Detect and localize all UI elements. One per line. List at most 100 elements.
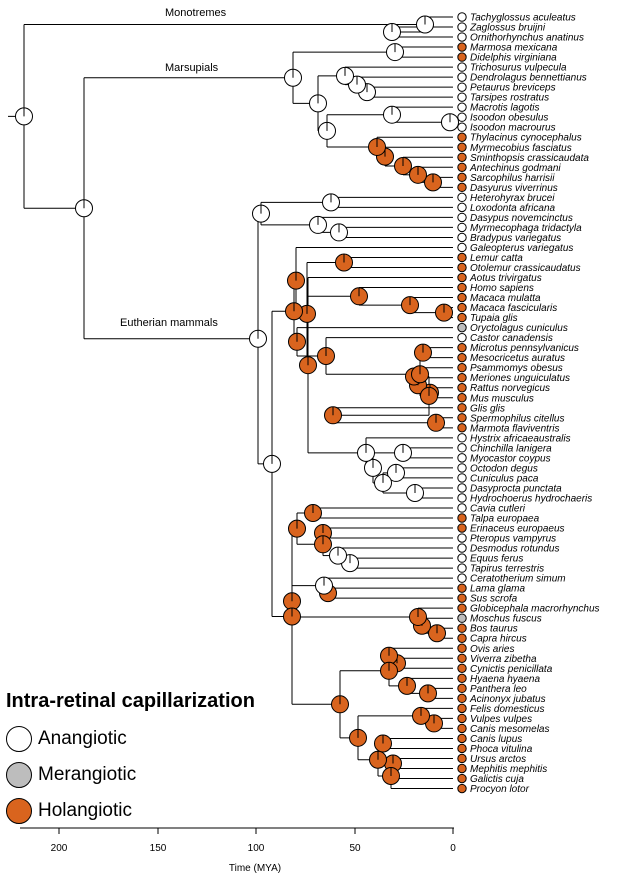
tip-label: Microtus pennsylvanicus (470, 343, 579, 354)
tip-state-marker (457, 152, 467, 162)
tip-label: Hydrochoerus hydrochaeris (470, 493, 592, 504)
tip-label: Cavia cutleri (470, 503, 526, 514)
axis-tick-label: 50 (349, 843, 361, 854)
tip-state-marker (457, 483, 467, 493)
tip-state-marker (457, 252, 467, 263)
tip-label: Aotus trivirgatus (469, 273, 542, 284)
tip-state-marker (457, 102, 467, 112)
tip-label: Psammomys obesus (470, 363, 563, 374)
tip-state-marker (457, 393, 467, 403)
tip-state-marker (457, 493, 467, 503)
tip-state-marker (457, 312, 467, 323)
tip-label: Ovis aries (470, 644, 514, 655)
legend-item-merangiotic: Merangiotic (6, 759, 296, 791)
tip-label: Thylacinus cynocephalus (470, 133, 582, 144)
legend-label: Holangiotic (38, 800, 132, 821)
tip-label: Mephitis mephitis (470, 764, 547, 775)
tip-state-marker (457, 643, 467, 653)
tip-state-marker (457, 342, 467, 353)
legend: Intra-retinal capillarization Anangiotic… (6, 690, 296, 831)
tip-state-marker (457, 743, 467, 754)
axis-tick-label: 200 (51, 843, 68, 854)
tip-state-marker (457, 363, 467, 373)
tip-state-marker (457, 413, 467, 423)
tip-state-marker (457, 753, 467, 764)
tip-state-marker (457, 733, 467, 744)
tip-state-marker (457, 773, 467, 784)
clade-label-monotremes: Monotremes (165, 7, 227, 19)
tip-state-marker (457, 232, 467, 243)
tip-state-marker (457, 473, 467, 483)
tip-label: Phoca vitulina (470, 744, 533, 755)
tip-label: Chinchilla lanigera (470, 443, 552, 454)
tip-label: Dasypus novemcinctus (470, 213, 573, 224)
tip-label: Canis lupus (470, 734, 522, 745)
tip-state-marker (457, 242, 467, 253)
tip-label: Hyaena hyaena (470, 674, 540, 685)
tip-state-marker (457, 12, 467, 22)
tip-state-marker (457, 272, 467, 283)
tip-label: Desmodus rotundus (470, 544, 560, 555)
tip-state-marker (457, 453, 467, 463)
tip-state-marker (457, 553, 467, 563)
tip-label: Panthera leo (470, 684, 527, 695)
tip-label: Zaglossus bruijni (469, 23, 546, 34)
tip-state-marker (457, 563, 467, 573)
tip-state-marker (457, 703, 467, 714)
tip-label: Bos taurus (470, 624, 518, 635)
tip-label: Procyon lotor (470, 784, 530, 795)
tip-label: Mesocricetus auratus (470, 353, 565, 364)
tip-label: Galeopterus variegatus (470, 243, 573, 254)
tip-state-marker (457, 433, 467, 443)
tip-state-marker (457, 613, 467, 623)
tip-state-marker (457, 533, 467, 543)
tip-state-marker (457, 302, 467, 313)
tip-label: Sus scrofa (470, 594, 518, 605)
tip-label: Marmota flaviventris (470, 423, 559, 434)
tip-label: Rattus norvegicus (470, 383, 550, 394)
tip-label: Pteropus vampyrus (470, 534, 556, 545)
ancestral-state-nodes (15, 15, 459, 786)
tip-state-marker (457, 262, 467, 273)
tip-label: Spermophilus citellus (470, 413, 565, 424)
clade-label-marsupials: Marsupials (165, 62, 219, 74)
tip-label: Homo sapiens (470, 283, 534, 294)
tip-state-marker (457, 132, 467, 142)
tip-state-marker (457, 22, 467, 32)
tip-label: Castor canadensis (470, 333, 553, 344)
tip-label: Marmosa mexicana (470, 43, 558, 54)
tip-label: Lemur catta (470, 253, 523, 264)
tip-label: Lama glama (470, 584, 525, 595)
tip-label: Hystrix africaeaustralis (470, 433, 571, 444)
tip-label: Bradypus variegatus (470, 233, 561, 244)
tip-label: Dasyprocta punctata (470, 483, 562, 494)
tip-state-marker (457, 503, 467, 513)
tip-state-marker (457, 683, 467, 694)
tip-label: Canis mesomelas (470, 724, 549, 735)
tip-label: Tachyglossus aculeatus (470, 13, 576, 24)
tip-label: Tupaia glis (470, 313, 518, 324)
tip-label: Cuniculus paca (470, 473, 539, 484)
tip-state-marker (457, 32, 467, 42)
tip-state-marker (457, 573, 467, 583)
tip-state-marker (457, 112, 467, 122)
tip-label: Didelphis virginiana (470, 53, 557, 64)
tip-state-marker (457, 543, 467, 553)
merangiotic-swatch (6, 762, 32, 788)
tip-label: Galictis cuja (470, 774, 524, 785)
tip-state-marker (457, 92, 467, 102)
clade-label-eutherian: Eutherian mammals (120, 317, 218, 329)
tip-state-marker (457, 603, 467, 613)
tip-label: Tarsipes rostratus (470, 93, 549, 104)
tip-label: Mus musculus (470, 393, 534, 404)
tip-label: Dendrolagus bennettianus (470, 73, 587, 84)
tip-state-marker (457, 673, 467, 684)
tip-state-marker (457, 693, 467, 704)
tip-state-marker (457, 332, 467, 343)
tip-state-marker (457, 423, 467, 433)
tip-state-marker (457, 763, 467, 774)
tip-state-marker (457, 352, 467, 363)
axis-tick-label: 150 (150, 843, 167, 854)
